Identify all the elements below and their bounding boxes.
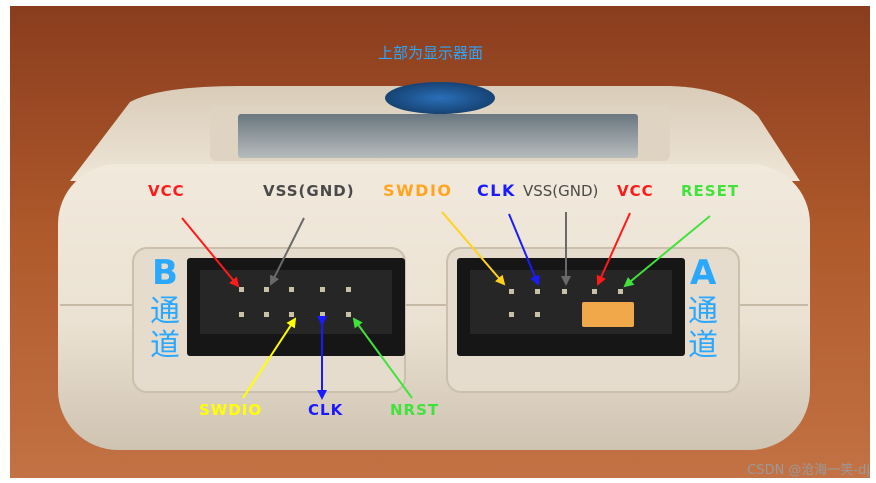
display-screen	[238, 114, 638, 158]
channel-b-word: 通道	[150, 294, 180, 363]
csdn-watermark: CSDN @沧海一笑-dj	[747, 463, 870, 478]
display-side-note: 上部为显示器面	[378, 44, 484, 62]
channel-a-letter: A	[690, 253, 717, 293]
label-a-vss: VSS(GND)	[523, 182, 599, 200]
label-b-vss: VSS(GND)	[263, 182, 355, 200]
orange-jumper	[582, 302, 634, 327]
connector-a-pins	[509, 289, 623, 317]
arrow-b-swdio	[242, 317, 297, 399]
connector-b-cavity	[200, 270, 392, 334]
arrow-a-reset	[623, 215, 711, 288]
label-a-reset: RESET	[681, 182, 740, 200]
arrow-b-vcc	[181, 217, 240, 288]
label-b-swdio: SWDIO	[199, 401, 263, 419]
label-a-vcc: VCC	[617, 182, 654, 200]
debugger-device-photo	[10, 6, 870, 478]
arrow-a-vcc	[596, 212, 631, 286]
channel-a-word: 通道	[688, 294, 718, 363]
label-a-clk: CLK	[477, 181, 516, 200]
label-b-vcc: VCC	[148, 182, 185, 200]
arrow-b-vss	[270, 217, 305, 286]
arrow-a-clk	[508, 213, 540, 286]
channel-b-letter: B	[152, 253, 178, 293]
label-b-nrst: NRST	[390, 401, 440, 419]
label-b-clk: CLK	[308, 401, 344, 419]
arrow-b-nrst	[352, 317, 413, 399]
connector-b-pins	[239, 287, 351, 317]
label-a-swdio: SWDIO	[383, 181, 453, 200]
arrow-a-swdio	[441, 211, 506, 286]
blue-knob	[385, 82, 495, 114]
